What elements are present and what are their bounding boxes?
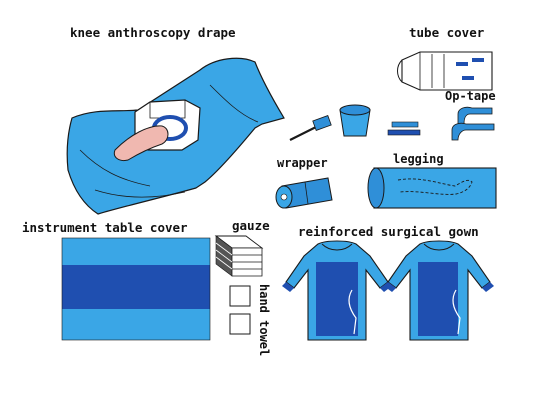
label-knee-drape: knee anthroscopy drape [70,25,236,40]
tape-roll-small [387,129,421,136]
knee-drape-illustration: knee anthroscopy drape [66,25,285,215]
gown-cuff [384,282,396,292]
gown-tie [348,289,357,335]
tape-roll-small [391,121,419,128]
op-tape-illustration: Op-tape [445,89,496,141]
tube-cover-illustration: tube cover [397,25,493,91]
probe-handle [312,115,332,131]
op-tape-piece [451,122,495,141]
table-cover-band-bottom [62,309,210,340]
legging-leg-outline [397,178,473,195]
drape-fold [79,149,151,187]
label-gauze: gauze [232,218,270,233]
tube-cover-tape [472,58,484,62]
drape-fold [209,84,259,123]
gown-cuff [482,282,494,292]
wrapper-illustration: wrapper [275,156,333,209]
knee-leg [113,125,169,161]
table-cover-outline [61,237,211,341]
hand-towel-illustration: hand towel [229,284,271,356]
tube-cover-tape [456,62,468,66]
legging-illustration: legging [367,152,497,209]
gown-cuff [282,282,294,292]
op-tape-piece [457,106,493,125]
table-cover-band-top [62,238,210,265]
hand-towel-square [229,285,251,307]
instrument-table-cover-illustration: instrument table cover [22,220,211,341]
gown-reinforcement-panel [418,262,458,336]
reinforced-gown-illustration: reinforced surgical gown [282,224,494,341]
drape-fold [94,189,186,198]
label-instrument-table-cover: instrument table cover [22,220,188,235]
gauze-stack [214,235,264,277]
gown-reinforcement-panel [316,262,358,336]
gown-tie [452,289,461,335]
label-wrapper: wrapper [277,156,328,170]
probe-wire [289,125,319,141]
gown-front [282,240,392,341]
gauze-illustration: gauze [214,218,270,277]
label-reinforced-gown: reinforced surgical gown [298,224,479,239]
wrapper-core [280,193,288,201]
gown-back [384,240,494,341]
legging-body [373,167,497,209]
hand-towel-square [229,313,251,335]
bowl-rim [339,104,371,116]
label-tube-cover: tube cover [409,25,485,40]
tube-cover-tip [397,59,403,83]
accessories [289,104,421,141]
label-hand-towel: hand towel [257,284,271,356]
tube-cover-tape [462,76,474,80]
table-cover-band-middle [62,265,210,309]
label-legging: legging [393,152,444,166]
tube-cover-body [401,51,493,91]
wrapper-tie [304,181,309,205]
legging-opening [367,167,385,209]
label-op-tape: Op-tape [445,89,496,103]
